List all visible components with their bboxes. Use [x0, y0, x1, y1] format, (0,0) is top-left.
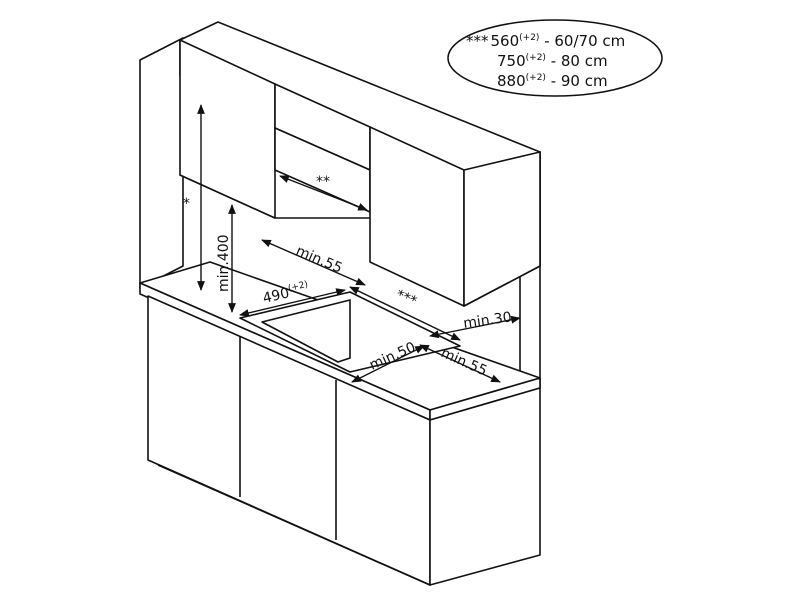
legend-line-2-text: - 80 cm — [546, 52, 608, 70]
label-min-30: min.30 — [462, 309, 512, 332]
cutout-depth-sup: (+2) — [287, 280, 309, 294]
legend-line-3-sup: (+2) — [526, 73, 546, 83]
wall-left — [139, 37, 184, 289]
legend-line-2-sup: (+2) — [526, 53, 546, 63]
label-min-400: min.400 — [216, 234, 232, 292]
plinth-line — [157, 464, 431, 586]
label-star-double: ** — [316, 174, 330, 190]
legend-line-3-text: - 90 cm — [546, 72, 608, 90]
upper-cabinet-right-side — [463, 151, 541, 307]
dimension-cutout-depth — [239, 288, 346, 317]
legend-line-1-text: - 60/70 cm — [539, 32, 625, 50]
label-star-single: * — [183, 196, 190, 212]
legend-line-3-value: 880 — [497, 72, 526, 90]
legend-line-1: ***560(+2) - 60/70 cm — [466, 32, 625, 50]
label-star-triple: *** — [393, 287, 419, 310]
dimension-min-55-back — [261, 239, 366, 286]
label-cutout-depth: 490(+2) — [261, 280, 311, 307]
legend-line-1-sup: (+2) — [519, 33, 539, 43]
legend-line-3: 880(+2) - 90 cm — [497, 72, 608, 90]
label-min-55-back: min.55 — [293, 243, 344, 277]
legend-ellipse — [447, 19, 663, 97]
legend-line-2-value: 750 — [497, 52, 526, 70]
cutout-depth-value: 490 — [261, 285, 291, 307]
dimension-min-55-side — [419, 344, 501, 383]
lower-cabinet-side — [429, 387, 541, 586]
legend-line-2: 750(+2) - 80 cm — [497, 52, 608, 70]
dimension-min-30 — [429, 315, 521, 339]
legend-line-1-value: 560 — [491, 32, 520, 50]
dimension-double-star — [279, 175, 368, 211]
legend-marker: *** — [466, 32, 489, 50]
dimension-min-50 — [351, 345, 425, 383]
